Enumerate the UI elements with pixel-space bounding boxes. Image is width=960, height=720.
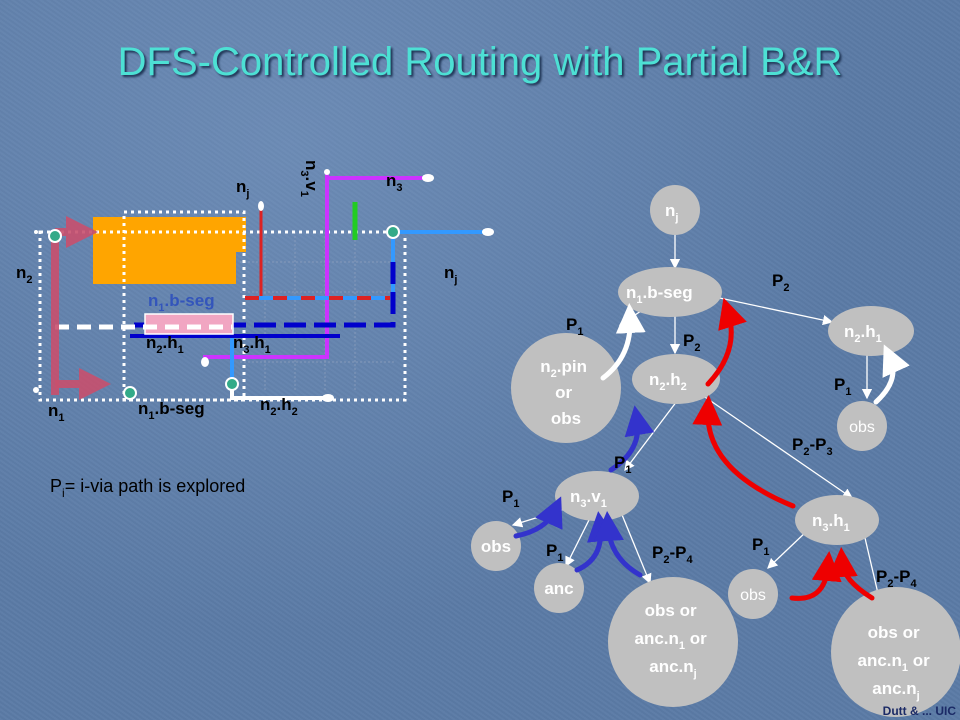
node-n3h1-label: n3.h1 [812, 511, 850, 534]
node-nj-label: nj [665, 201, 678, 224]
dark-blue-wire [130, 262, 396, 328]
node-n2pin [511, 333, 621, 443]
backtrack-arrows [513, 297, 910, 601]
node-big1-label: obs or anc.n1 or anc.nj [635, 601, 712, 680]
edge-p2p4-left: P2-P4 [652, 543, 693, 566]
node-n3v1-label: n3.v1 [570, 487, 607, 510]
edge-p1-right: P1 [834, 375, 851, 398]
search-tree: nj n1.b-seg n2.pin or obs n2.h2 n2.h1 ob… [471, 185, 960, 717]
backtrack-red-2 [692, 395, 796, 509]
node-big1 [608, 577, 738, 707]
backtrack-blue-3 [574, 511, 617, 573]
backtrack-red-1 [705, 297, 747, 387]
backtrack-blue-1 [608, 405, 655, 473]
backtrack-white-1 [600, 303, 646, 381]
magenta-wire [325, 172, 428, 180]
node-obs-right [837, 401, 887, 451]
label-nj-top: nj [236, 177, 249, 200]
n1-bseg-box [144, 313, 234, 335]
end-magenta-right [422, 174, 434, 182]
node-n2pin-label: n2.pin or obs [540, 357, 591, 428]
edge-p2-mid: P2 [683, 331, 700, 354]
node-n3v1 [555, 471, 639, 521]
backtrack-red-4 [827, 547, 875, 601]
node-anc-label: anc [544, 579, 573, 598]
end-red-top [258, 201, 264, 211]
end-white-bottom [322, 394, 334, 402]
pin-n2 [48, 229, 62, 243]
backtrack-white-2 [873, 344, 910, 405]
pins [48, 225, 400, 400]
end-magenta-bottom [201, 357, 209, 367]
end-n2-left [33, 387, 39, 393]
label-n3v1: n3.v1 [298, 160, 321, 197]
end-blue-right [482, 228, 494, 236]
edge-p1-anc: P1 [546, 541, 563, 564]
node-n2h2 [632, 354, 720, 404]
label-n2: n2 [16, 263, 33, 286]
edge-p1-n3v1: P1 [614, 453, 631, 476]
backtrack-blue-2 [513, 496, 563, 539]
edge-p1-left: P1 [566, 315, 583, 338]
edge-labels: P2 P1 P2 P1 P2-P3 P1 P1 P1 P2-P4 P1 P2-P… [502, 271, 917, 590]
node-anc [534, 563, 584, 613]
node-nj [650, 185, 700, 235]
label-n3h1: n3.h1 [233, 333, 271, 356]
label-n1-bseg-mid: n1.b-seg [148, 291, 215, 314]
edge-p2-top: P2 [772, 271, 789, 294]
pin-n1 [123, 386, 137, 400]
label-nj-right: nj [444, 263, 457, 286]
label-n1-bseg-bottom: n1.b-seg [138, 399, 205, 422]
footer-credit: Dutt & ... UIC [882, 704, 956, 718]
routing-diagram: nj n3.v1 n3 n2 nj n1.b-seg n2.h1 n3.h1 n… [16, 160, 494, 500]
pin-n3-right [386, 225, 400, 239]
legend-text: Pi= i-via path is explored [50, 476, 245, 500]
node-obs-right-label: obs [849, 419, 875, 436]
backtrack-red-3 [789, 551, 842, 601]
edge-p2p3: P2-P3 [792, 435, 833, 458]
node-big2 [831, 587, 960, 717]
orange-obstacle [93, 217, 246, 284]
slide-title: DFS-Controlled Routing with Partial B&R [117, 40, 843, 84]
edge-p1-obsmid: P1 [752, 535, 769, 558]
label-n3-top: n3 [386, 171, 403, 194]
end-dotted [34, 230, 38, 234]
node-n2h1-label: n2.h1 [844, 322, 882, 345]
wire-ends [33, 169, 494, 402]
node-obs-mid [728, 569, 778, 619]
backtrack-blue-4 [593, 511, 643, 578]
end-magenta-top [324, 169, 330, 175]
node-n1bseg-label: n1.b-seg [626, 283, 693, 306]
edge-p2p4-right: P2-P4 [876, 567, 917, 590]
node-obs-left-label: obs [481, 537, 511, 556]
label-n2h2: n2.h2 [260, 395, 298, 418]
pin-n2h2 [225, 377, 239, 391]
node-n2h1 [828, 306, 914, 356]
node-obs-mid-label: obs [740, 587, 766, 604]
node-n3h1 [795, 495, 879, 545]
label-n1: n1 [48, 401, 65, 424]
label-n2h1: n2.h1 [146, 333, 184, 356]
node-obs-left [471, 521, 521, 571]
routing-grid [240, 232, 395, 392]
node-big2-label: obs or anc.n1 or anc.nj [858, 623, 935, 702]
edge-p1-obsleft: P1 [502, 487, 519, 510]
node-n2h2-label: n2.h2 [649, 370, 687, 393]
